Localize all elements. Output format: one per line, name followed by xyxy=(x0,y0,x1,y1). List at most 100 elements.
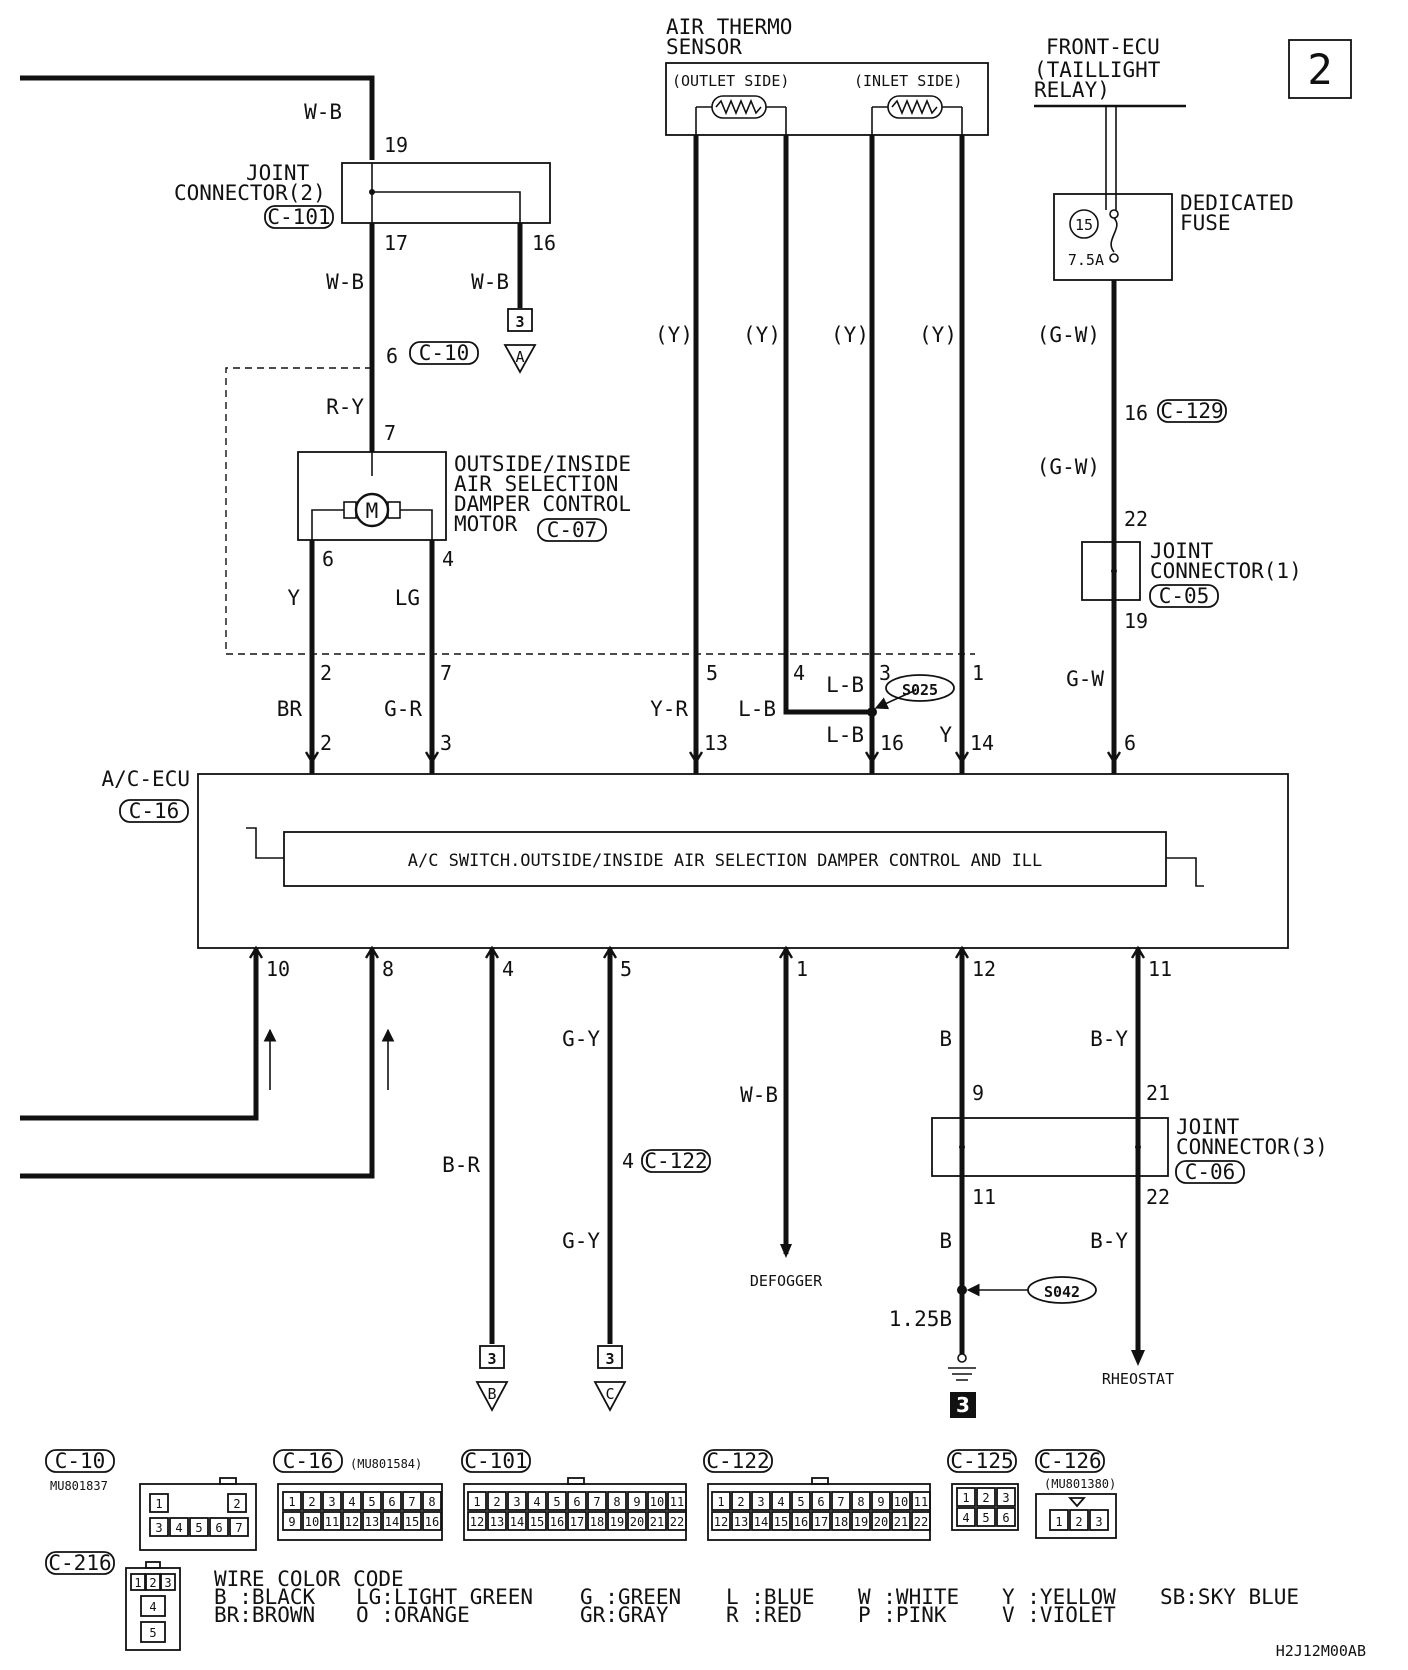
c16-pin-3: 3 xyxy=(328,1495,335,1509)
pin-4-thermo: 4 xyxy=(793,661,805,685)
c101-pin-6: 6 xyxy=(573,1495,580,1509)
fuse-num: 15 xyxy=(1075,216,1093,234)
ecu-name: A/C-ECU xyxy=(101,767,190,791)
pin-16-c129: 16 xyxy=(1124,401,1148,425)
joint1-line1: JOINT xyxy=(1150,539,1214,563)
joint1-ref: C-05 xyxy=(1159,584,1210,608)
c101-pin-cell xyxy=(627,1511,647,1531)
motor-line4: MOTOR xyxy=(454,512,518,536)
c125-pin-4: 4 xyxy=(962,1511,969,1525)
c216-pin-1: 1 xyxy=(134,1576,141,1590)
pin-11-j3: 11 xyxy=(972,1185,996,1209)
c125-pin-cell xyxy=(996,1507,1016,1527)
c101-pin-7: 7 xyxy=(593,1495,600,1509)
legend-r2-3: R :RED xyxy=(726,1603,802,1627)
c101-pin-5: 5 xyxy=(553,1495,560,1509)
ecu-inner: A/C SWITCH.OUTSIDE/INSIDE AIR SELECTION … xyxy=(408,851,1043,871)
wire-label-yp-2: (Y) xyxy=(743,323,781,347)
c101-pin-cell xyxy=(647,1511,667,1531)
c101-pin-cell xyxy=(487,1491,507,1511)
wire-label-gw: G-W xyxy=(1066,667,1104,691)
joint3-ref: C-06 xyxy=(1185,1160,1236,1184)
c126-pin-cell xyxy=(1049,1509,1069,1531)
c122-pin-cell xyxy=(771,1511,791,1531)
c101-pin-15: 15 xyxy=(530,1515,544,1529)
c101-pin-cell xyxy=(467,1491,487,1511)
wire-label-br: BR xyxy=(277,697,303,721)
c101-pin-cell xyxy=(527,1511,547,1531)
front-ecu-line1: FRONT-ECU xyxy=(1046,35,1160,59)
ecu-top-terminals xyxy=(304,751,1122,774)
c122-pin-cell xyxy=(791,1511,811,1531)
c122-pin-cell xyxy=(731,1511,751,1531)
c101-pin-cell xyxy=(547,1511,567,1531)
motor-line2: AIR SELECTION xyxy=(454,472,618,496)
wire-label-wb-2: W-B xyxy=(471,270,509,294)
c101-pin-16: 16 xyxy=(550,1515,564,1529)
legend-r1-0: B :BLACK xyxy=(214,1585,316,1609)
c16-pin-7: 7 xyxy=(408,1495,415,1509)
c122-pin-10: 10 xyxy=(894,1495,908,1509)
thermo-inlet: (INLET SIDE) xyxy=(854,72,962,90)
c126-part: (MU801380) xyxy=(1044,1477,1116,1491)
front-ecu-line3: RELAY) xyxy=(1034,78,1110,102)
ac-ecu: A/C-ECU C-16 A/C SWITCH.OUTSIDE/INSIDE A… xyxy=(101,767,1289,949)
wire-label-wb-3: W-B xyxy=(326,270,364,294)
pin-7-c10: 7 xyxy=(440,661,452,685)
c101-pin-1: 1 xyxy=(473,1495,480,1509)
doc-code: H2J12M00AB xyxy=(1276,1642,1366,1660)
c122-pin-15: 15 xyxy=(774,1515,788,1529)
wire-label-by-2: B-Y xyxy=(1090,1229,1128,1253)
pin-14-ecu: 14 xyxy=(970,731,994,755)
c101-pin-20: 20 xyxy=(630,1515,644,1529)
c16-pin-cell xyxy=(362,1491,382,1511)
c126-pin-1: 1 xyxy=(1055,1515,1062,1529)
legend-r1-4: W :WHITE xyxy=(858,1585,959,1609)
c16-pin-2: 2 xyxy=(308,1495,315,1509)
wire-label-lb-2: L-B xyxy=(738,697,776,721)
wire-label-yp-4: (Y) xyxy=(919,323,957,347)
c101-pin-cell xyxy=(487,1511,507,1531)
c122-pin-7: 7 xyxy=(837,1495,844,1509)
c122-pin-12: 12 xyxy=(714,1515,728,1529)
pin-19: 19 xyxy=(384,133,408,157)
c122-pin-14: 14 xyxy=(754,1515,768,1529)
c101-pin-2: 2 xyxy=(493,1495,500,1509)
fuse-line2: FUSE xyxy=(1180,211,1231,235)
pin-3-thermo: 3 xyxy=(879,661,891,685)
c122-pin-cell xyxy=(871,1511,891,1531)
page-number-box: 2 xyxy=(1288,39,1352,99)
c101-pin-cell xyxy=(567,1491,587,1511)
wire-label-yp-3: (Y) xyxy=(831,323,869,347)
c125-pin-cell xyxy=(996,1487,1016,1507)
c101-pin-17: 17 xyxy=(570,1515,584,1529)
pin-22-j1: 22 xyxy=(1124,507,1148,531)
ground-symbol: 3 xyxy=(948,1353,976,1418)
wire-label-wb-1: W-B xyxy=(304,100,342,124)
joint-connector-3: JOINT CONNECTOR(3) C-06 xyxy=(931,1115,1328,1184)
wire-color-legend: WIRE COLOR CODE B :BLACK LG:LIGHT GREEN … xyxy=(214,1567,1299,1627)
c101-pin-cell xyxy=(507,1491,527,1511)
c101-pin-18: 18 xyxy=(590,1515,604,1529)
c16-pin-15: 15 xyxy=(405,1515,419,1529)
c122-pin-18: 18 xyxy=(834,1515,848,1529)
end-a: A xyxy=(515,348,524,366)
c122-pin-4: 4 xyxy=(777,1495,784,1509)
pin-16-j2: 16 xyxy=(532,231,556,255)
c101-pin-cell xyxy=(667,1491,687,1511)
c16-ref: C-16 xyxy=(283,1449,334,1473)
pin-7-motor: 7 xyxy=(384,421,396,445)
c122-pin-cell xyxy=(811,1511,831,1531)
pin-6-ecu: 6 xyxy=(1124,731,1136,755)
c16-pin-cell xyxy=(282,1511,302,1531)
c16-pin-10: 10 xyxy=(305,1515,319,1529)
c125-pin-3: 3 xyxy=(1002,1491,1009,1505)
c16-pin-cell xyxy=(302,1491,322,1511)
pin-2-ecu: 2 xyxy=(320,731,332,755)
c125-pin-1: 1 xyxy=(962,1491,969,1505)
wire-thermo-4 xyxy=(783,135,872,715)
wire-label-br2: B-R xyxy=(442,1153,480,1177)
c101-pin-cell xyxy=(607,1511,627,1531)
